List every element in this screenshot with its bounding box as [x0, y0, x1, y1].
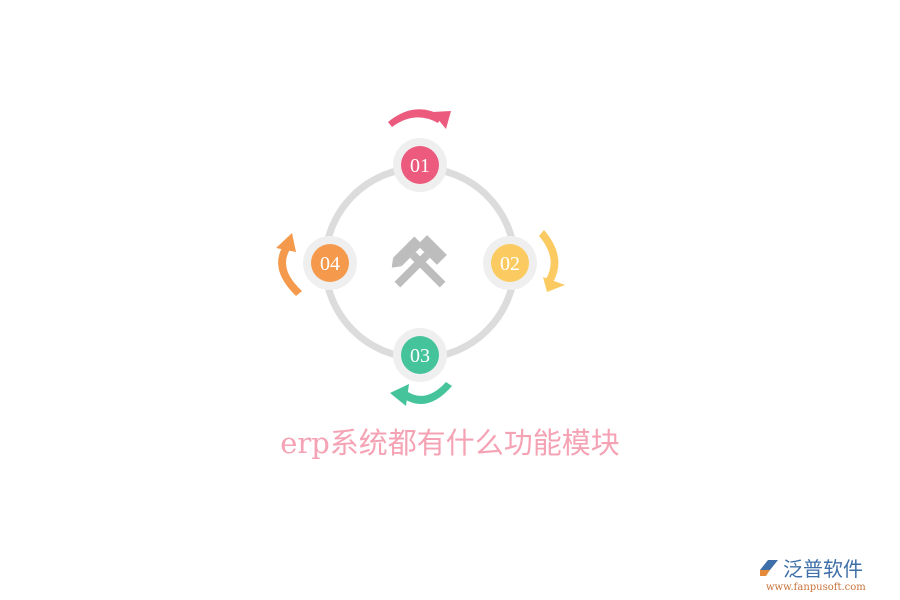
- node-02: 02: [483, 236, 537, 290]
- node-02-label: 02: [500, 253, 520, 275]
- crossed-hammers-icon: [391, 235, 447, 288]
- brand-logo: 泛普软件 www.fanpusoft.com: [758, 553, 888, 593]
- node-04-label: 04: [320, 253, 340, 275]
- fanpu-logo-icon: [760, 559, 778, 576]
- node-04: 04: [303, 236, 357, 290]
- logo-url[interactable]: www.fanpusoft.com: [766, 582, 866, 593]
- diagram-title: erp系统都有什么功能模块: [280, 426, 620, 460]
- arrow-left-icon: [276, 233, 302, 296]
- node-01: 01: [393, 138, 447, 192]
- arrow-right-icon: [539, 230, 565, 292]
- node-01-label: 01: [410, 155, 430, 177]
- arrow-bottom-icon: [390, 382, 452, 406]
- logo-name: 泛普软件: [783, 557, 863, 581]
- arrow-top-icon: [388, 109, 451, 129]
- node-03-label: 03: [410, 345, 430, 367]
- node-03: 03: [393, 328, 447, 382]
